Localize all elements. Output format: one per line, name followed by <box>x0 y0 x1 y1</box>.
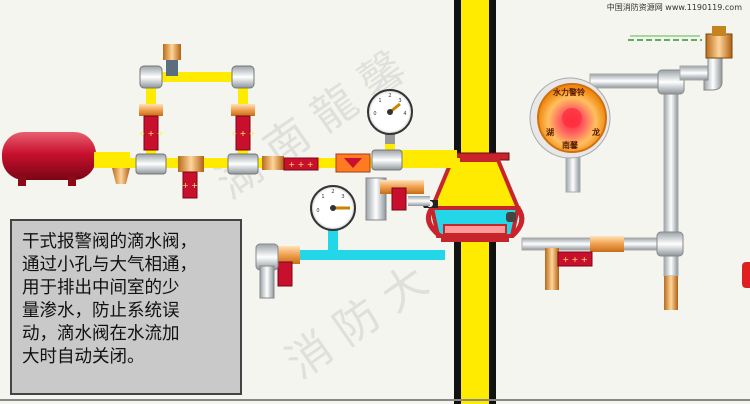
pressure-gauge-icon: 0 1 2 3 <box>310 185 356 231</box>
description-text: 干式报警阀的滴水阀， 通过小孔与大气相通， 用于排出中间室的少 量渗水，防止系统… <box>22 232 197 367</box>
description-box: 干式报警阀的滴水阀， 通过小孔与大气相通， 用于排出中间室的少 量渗水，防止系统… <box>10 219 242 395</box>
tank-strainer <box>112 168 130 184</box>
svg-text:+ +: + + <box>182 181 198 190</box>
pressure-gauge-icon: 0 1 2 3 4 <box>367 89 413 144</box>
svg-text:2: 2 <box>331 189 334 195</box>
svg-text:1: 1 <box>378 98 381 104</box>
drip-line <box>365 177 430 221</box>
site-watermark: 中国消防资源网 www.1190119.com <box>606 3 742 12</box>
air-tank-icon <box>2 132 96 186</box>
svg-text:4: 4 <box>403 111 406 117</box>
svg-text:0: 0 <box>316 208 319 214</box>
svg-text:2: 2 <box>388 93 391 99</box>
check-valve-icon <box>335 153 371 173</box>
svg-text:3: 3 <box>341 194 344 200</box>
svg-text:+ + +: + + + <box>562 255 587 264</box>
svg-text:+ + +: + + + <box>138 129 163 138</box>
svg-text:1: 1 <box>321 194 324 200</box>
main-riser <box>454 0 496 404</box>
svg-text:+ + +: + + + <box>230 129 255 138</box>
pipe-fittings <box>135 65 403 175</box>
svg-text:3: 3 <box>398 98 401 104</box>
regulator <box>163 44 181 76</box>
alarm-line-piping: + + + <box>521 26 733 310</box>
tank-outlet-pipe <box>94 152 130 168</box>
water-line <box>255 224 445 299</box>
alarm-bell-right-char: 龙 <box>592 128 600 137</box>
valve-handle-icon: + + + + + + + + + + + <box>138 104 319 199</box>
svg-text:0: 0 <box>373 111 376 117</box>
svg-text:消 防 大: 消 防 大 <box>277 255 437 389</box>
alarm-bell-bottom-label: 南馨 <box>562 141 578 150</box>
alarm-bell-icon <box>529 77 611 159</box>
alarm-bell-top-label: 水力警铃 <box>553 88 585 97</box>
alarm-bell-left-char: 湖 <box>546 128 554 137</box>
side-tab[interactable] <box>742 262 750 288</box>
alarm-valve-body <box>420 152 525 242</box>
svg-text:+ + +: + + + <box>288 160 313 169</box>
